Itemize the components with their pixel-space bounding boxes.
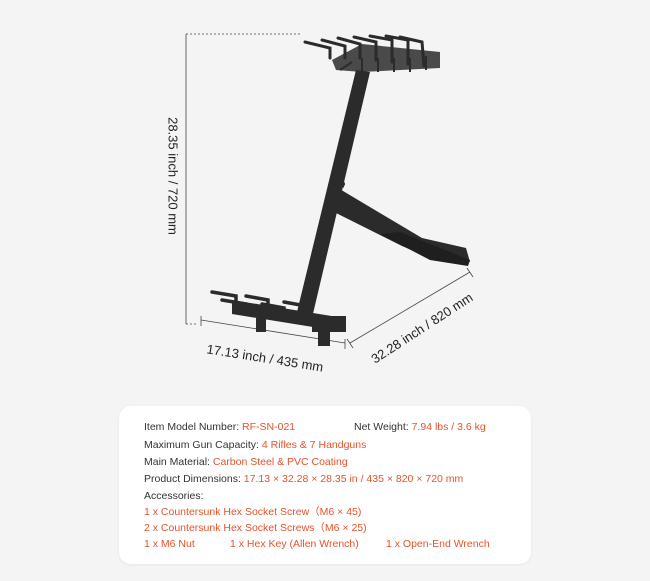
spec-weight-value: 7.94 lbs / 3.6 kg [411, 421, 486, 433]
spec-weight-row: Net Weight: 7.94 lbs / 3.6 kg [354, 420, 486, 434]
accessory-item: 2 x Countersunk Hex Socket Screws（M6 × 2… [144, 522, 367, 534]
rear-foot [380, 232, 470, 266]
spec-material-value: Carbon Steel & PVC Coating [212, 456, 348, 468]
accessory-item: 1 x Hex Key (Allen Wrench) [230, 538, 359, 550]
spec-dimensions-value: 17.13 × 32.28 × 28.35 in / 435 × 820 × 7… [243, 473, 464, 485]
height-dimension-label: 28.35 inch / 720 mm [165, 117, 181, 235]
product-illustration-area: 28.35 inch / 720 mm 17.13 inch / 435 mm … [165, 33, 475, 375]
spec-dimensions-label: Product Dimensions: [144, 473, 241, 485]
spec-model-value: RF-SN-021 [242, 421, 296, 433]
depth-guide-line [349, 271, 471, 344]
spec-weight-label: Net Weight: [354, 421, 409, 433]
depth-guide-tick-left [346, 338, 354, 349]
accessory-item: 1 x Open-End Wrench [386, 538, 490, 550]
specifications-card [119, 406, 531, 564]
spec-model-label: Item Model Number: [144, 421, 240, 433]
accessory-item: 1 x M6 Nut [144, 538, 195, 550]
bottom-handgun-rack [210, 290, 346, 346]
top-rifle-rack [303, 34, 440, 72]
accessory-item: 1 x Countersunk Hex Socket Screw（M6 × 45… [144, 506, 362, 518]
rear-support-leg [326, 188, 470, 262]
gun-rack-illustration [185, 33, 474, 349]
spec-model-row: Item Model Number: RF-SN-021 [144, 420, 295, 434]
spec-material-row: Main Material: Carbon Steel & PVC Coatin… [144, 455, 348, 469]
spec-capacity-value: 4 Rifles & 7 Handguns [261, 439, 367, 451]
depth-guide-tick-right [466, 267, 474, 278]
spec-dimensions-row: Product Dimensions: 17.13 × 32.28 × 28.3… [144, 472, 463, 486]
spec-accessories-label: Accessories: [144, 490, 204, 502]
spec-capacity-label: Maximum Gun Capacity: [144, 439, 259, 451]
spec-capacity-row: Maximum Gun Capacity: 4 Rifles & 7 Handg… [144, 438, 366, 452]
spec-material-label: Main Material: [144, 456, 210, 468]
